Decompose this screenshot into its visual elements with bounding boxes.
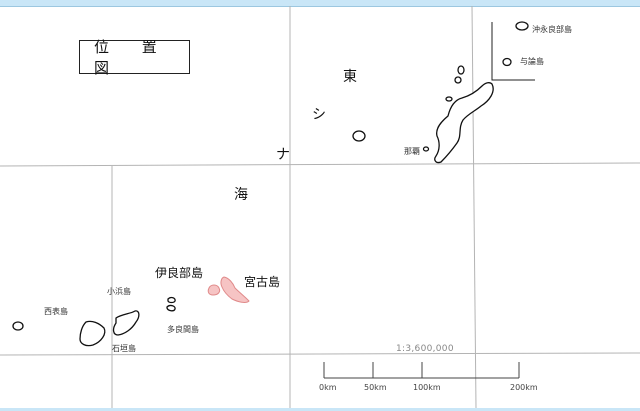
iriomote-island xyxy=(79,320,106,347)
label-okinoerabu: 沖永良部島 xyxy=(532,25,572,34)
tarama-island xyxy=(167,296,176,304)
scale-ratio: 1:3,600,000 xyxy=(396,344,454,354)
scale-tick-50: 50km xyxy=(364,383,387,392)
okinawa-main-island xyxy=(434,82,494,164)
sea-name-char-2: シ xyxy=(312,107,326,123)
label-tarama: 多良間島 xyxy=(167,325,199,334)
grid-line-v2 xyxy=(471,5,477,409)
miyako-island xyxy=(220,276,250,303)
kerama-island xyxy=(422,146,430,152)
label-miyako: 宮古島 xyxy=(244,275,281,289)
yonaguni-island xyxy=(12,321,24,331)
scale-bar xyxy=(323,362,520,379)
map-title: 位 置 図 xyxy=(94,38,171,77)
map-title-box: 位 置 図 xyxy=(79,38,190,77)
ishigaki-island xyxy=(112,310,140,336)
scale-tick-0: 0km xyxy=(319,383,337,392)
scale-tick-200: 200km xyxy=(510,383,538,392)
bottom-frame-band xyxy=(0,408,640,411)
okinawa-leader-bracket xyxy=(491,22,535,81)
sea-name-char-1: 東 xyxy=(343,69,357,85)
label-iriomote: 西表島 xyxy=(44,307,68,316)
label-ishigaki: 石垣島 xyxy=(112,344,136,353)
izena-island xyxy=(454,76,462,84)
label-kohama: 小浜島 xyxy=(107,287,131,296)
grid-line-h1 xyxy=(0,162,640,167)
label-irabu: 伊良部島 xyxy=(155,266,204,280)
top-frame-band xyxy=(0,0,640,7)
sea-name-char-4: 海 xyxy=(234,187,248,203)
okinoerabu-island xyxy=(515,21,529,31)
yoron-island xyxy=(502,57,512,67)
kume-island xyxy=(352,130,366,142)
sea-name-char-3: ナ xyxy=(276,147,290,163)
label-naha: 那覇 xyxy=(404,147,420,156)
iheya-island xyxy=(457,65,465,75)
minna-island xyxy=(166,304,176,312)
scale-tick-100: 100km xyxy=(413,383,441,392)
irabu-island xyxy=(207,284,221,296)
grid-line-h2 xyxy=(0,352,640,356)
label-yoron: 与論島 xyxy=(520,57,544,66)
graticule xyxy=(0,5,640,409)
ie-island xyxy=(445,96,453,102)
